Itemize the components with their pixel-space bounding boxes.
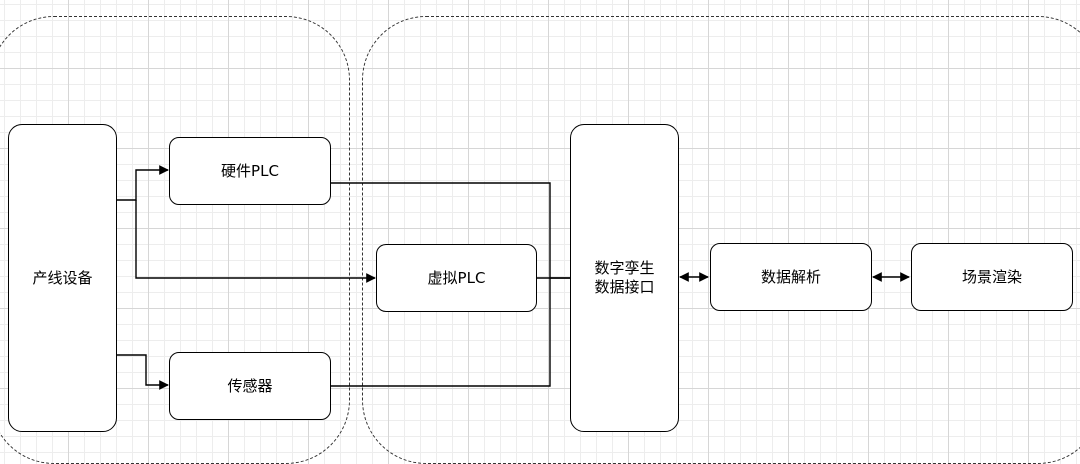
- node-sensor[interactable]: 传感器: [169, 352, 331, 420]
- node-scene-rendering[interactable]: 场景渲染: [911, 243, 1073, 311]
- node-hardware-plc[interactable]: 硬件PLC: [169, 137, 331, 205]
- node-data-parsing-label: 数据解析: [760, 267, 821, 286]
- node-data-parsing[interactable]: 数据解析: [710, 243, 872, 311]
- connector-layer: [117, 165, 910, 390]
- node-virtual-plc-label: 虚拟PLC: [427, 268, 486, 287]
- edge-line-to-virtual-plc: [135, 200, 376, 283]
- node-digital-twin-interface[interactable]: 数字孪生 数据接口: [570, 124, 679, 432]
- edge-line-to-hardware-plc: [117, 165, 169, 201]
- node-scene-rendering-label: 场景渲染: [961, 267, 1022, 286]
- edge-sensor-to-interface: [331, 278, 551, 387]
- node-production-line[interactable]: 产线设备: [8, 124, 117, 432]
- node-digital-twin-interface-label: 数字孪生 数据接口: [594, 259, 655, 296]
- node-sensor-label: 传感器: [227, 376, 273, 395]
- node-production-line-label: 产线设备: [32, 268, 93, 287]
- node-virtual-plc[interactable]: 虚拟PLC: [376, 244, 537, 312]
- edge-line-to-sensor: [117, 354, 169, 390]
- node-hardware-plc-label: 硬件PLC: [221, 161, 279, 180]
